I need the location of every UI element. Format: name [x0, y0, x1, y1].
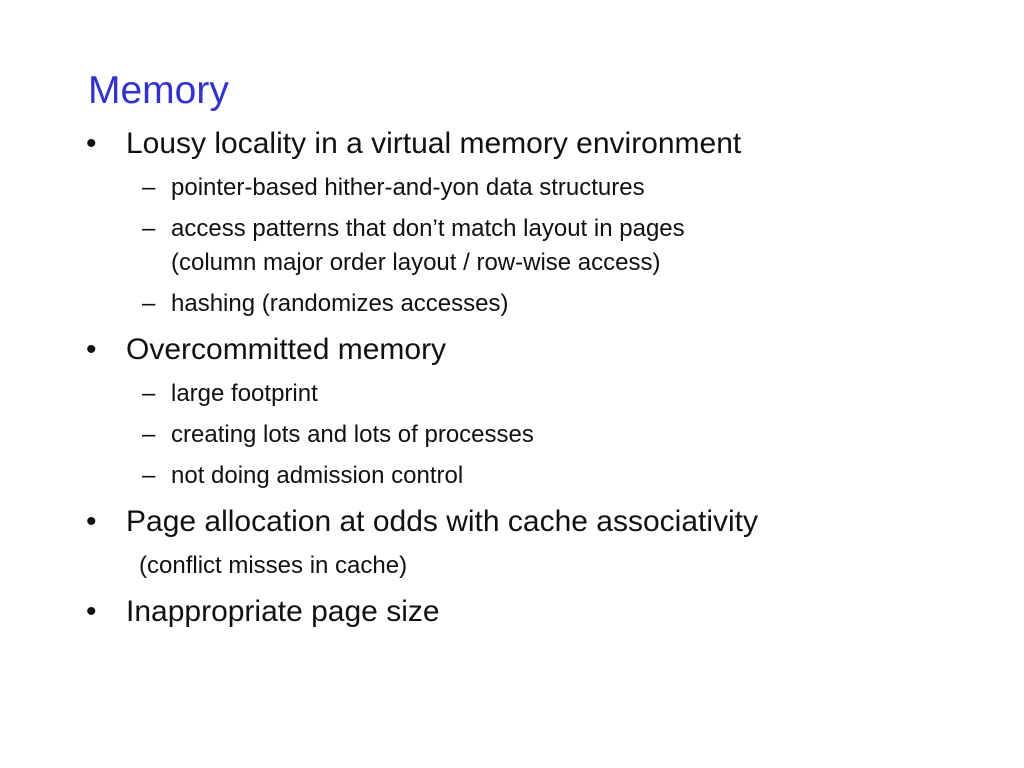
bullet-icon: • [86, 595, 97, 628]
dash-icon: – [142, 462, 156, 489]
dash-icon: – [142, 290, 156, 317]
dash-icon: – [142, 380, 156, 407]
dash-icon: – [142, 421, 156, 448]
sub-item-text: not doing admission control [171, 462, 464, 489]
bullet-text: Lousy locality in a virtual memory envir… [126, 127, 742, 160]
sub-item-text: large footprint [171, 380, 318, 407]
sub-item-text: pointer-based hither-and-yon data struct… [171, 174, 645, 201]
slide-title: Memory [88, 69, 229, 112]
sub-item-text: hashing (randomizes accesses) [171, 290, 509, 317]
sub-item-text: creating lots and lots of processes [171, 421, 534, 448]
bullet-text: Overcommitted memory [126, 333, 447, 366]
bullet-text: Inappropriate page size [126, 595, 440, 628]
dash-icon: – [142, 174, 156, 201]
bullet-icon: • [86, 333, 97, 366]
bullet-icon: • [86, 505, 97, 538]
sub-item-text: access patterns that don’t match layout … [171, 215, 685, 242]
bullet-icon: • [86, 127, 97, 160]
sub-item-text: (column major order layout / row-wise ac… [171, 249, 661, 276]
bullet-note: (conflict misses in cache) [139, 552, 408, 579]
bullet-text: Page allocation at odds with cache assoc… [126, 505, 759, 538]
dash-icon: – [142, 215, 156, 242]
